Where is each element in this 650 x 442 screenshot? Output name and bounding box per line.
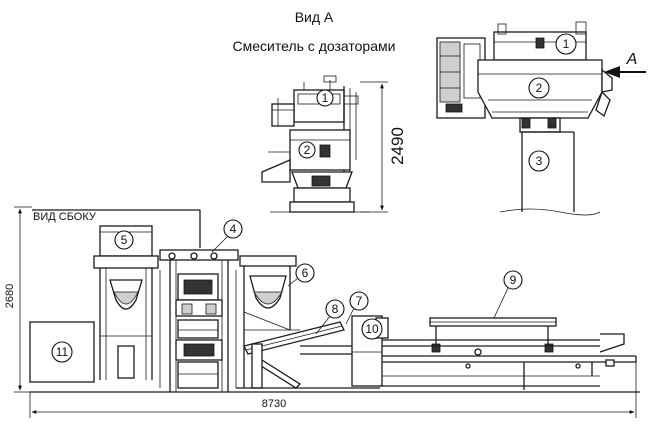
callout-3: 3 bbox=[528, 150, 550, 172]
svg-text:9: 9 bbox=[510, 273, 517, 287]
callout-6: 6 bbox=[295, 263, 315, 283]
view-a-title: Вид А bbox=[295, 9, 334, 25]
large-mixer-drawing bbox=[436, 21, 613, 216]
press-4-drawing bbox=[159, 249, 239, 392]
callout-1-large: 1 bbox=[555, 33, 577, 55]
callout-5: 5 bbox=[114, 230, 134, 250]
hopper-5-drawing bbox=[93, 225, 159, 380]
length-dimension-8730 bbox=[29, 362, 637, 418]
svg-text:2: 2 bbox=[304, 143, 311, 157]
view-a-height-label: 2490 bbox=[388, 127, 407, 165]
callout-7: 7 bbox=[349, 291, 369, 311]
callout-2-small: 2 bbox=[298, 141, 316, 159]
svg-text:2: 2 bbox=[536, 81, 543, 95]
view-a-subtitle: Смеситель с дозаторами bbox=[233, 38, 396, 54]
svg-text:3: 3 bbox=[536, 154, 543, 168]
svg-text:11: 11 bbox=[56, 345, 69, 359]
side-view-label: ВИД СБОКУ bbox=[33, 211, 97, 223]
view-a-height-dimension bbox=[360, 81, 388, 213]
mixer-with-dosers-drawing bbox=[261, 75, 370, 213]
view-a-direction-arrow bbox=[604, 66, 646, 78]
height-dimension-label: 2680 bbox=[4, 284, 16, 308]
view-a-arrow-label: A bbox=[626, 51, 638, 68]
callout-8: 8 bbox=[325, 299, 345, 319]
height-dimension-2680 bbox=[14, 206, 32, 393]
length-dimension-label: 8730 bbox=[262, 398, 286, 410]
stacker-9-drawing bbox=[380, 317, 637, 390]
svg-text:1: 1 bbox=[322, 91, 329, 105]
callout-10: 10 bbox=[361, 318, 383, 340]
callout-9: 9 bbox=[503, 270, 523, 290]
svg-text:8: 8 bbox=[332, 302, 339, 316]
svg-text:10: 10 bbox=[365, 322, 379, 336]
hopper-6-drawing bbox=[239, 255, 300, 388]
svg-text:5: 5 bbox=[121, 233, 128, 247]
callout-11: 11 bbox=[51, 341, 73, 363]
callout-1-small: 1 bbox=[316, 89, 334, 107]
callout-4: 4 bbox=[223, 219, 243, 239]
svg-text:4: 4 bbox=[230, 222, 237, 236]
callout-2-large: 2 bbox=[528, 77, 550, 99]
svg-text:7: 7 bbox=[356, 294, 363, 308]
svg-text:1: 1 bbox=[563, 37, 570, 51]
svg-text:6: 6 bbox=[302, 266, 309, 280]
